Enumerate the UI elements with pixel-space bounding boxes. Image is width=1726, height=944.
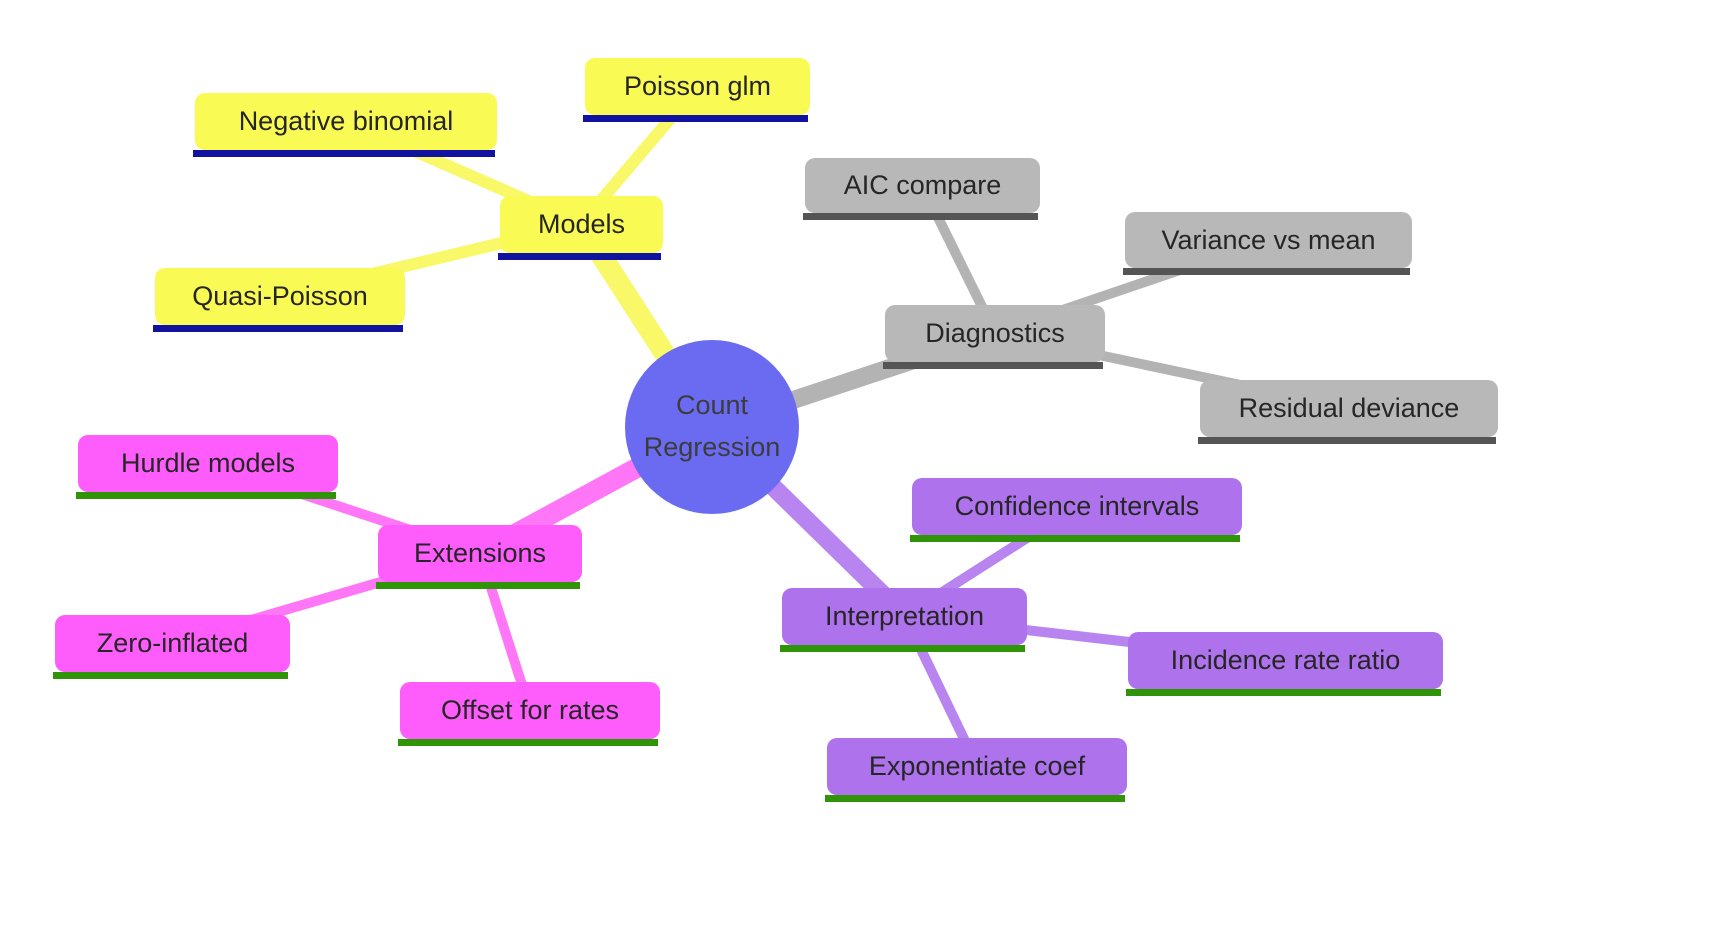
node-count-regression-line1: Count (675, 390, 749, 421)
node-quasi-poisson: Quasi-Poisson (153, 268, 405, 332)
node-residual-deviance-label: Residual deviance (1238, 393, 1460, 423)
node-confidence-intervals: Confidence intervals (910, 478, 1242, 542)
node-aic-compare-label: AIC compare (843, 170, 1002, 200)
node-extensions: Extensions (376, 525, 582, 589)
node-poisson-glm-label: Poisson glm (623, 71, 772, 101)
node-diagnostics: Diagnostics (883, 305, 1105, 369)
node-models-label: Models (537, 209, 626, 239)
node-offset-for-rates-label: Offset for rates (440, 695, 620, 725)
node-diagnostics-label: Diagnostics (925, 318, 1065, 348)
node-variance-vs-mean: Variance vs mean (1123, 212, 1412, 275)
node-poisson-glm: Poisson glm (583, 58, 810, 122)
node-variance-vs-mean-label: Variance vs mean (1161, 224, 1376, 255)
node-negative-binomial-label: Negative binomial (238, 106, 454, 136)
node-count-regression-line2: Regression (643, 432, 781, 462)
node-incidence-rate-ratio: Incidence rate ratio (1126, 632, 1443, 696)
node-quasi-poisson-label: Quasi-Poisson (192, 281, 368, 311)
node-models: Models (498, 196, 663, 260)
node-hurdle-models-label: Hurdle models (120, 448, 296, 478)
node-exponentiate-coef-label: Exponentiate coef (868, 751, 1086, 781)
node-residual-deviance: Residual deviance (1198, 380, 1498, 444)
node-interpretation: Interpretation (780, 588, 1027, 652)
node-zero-inflated-label: Zero-inflated (96, 628, 249, 658)
node-aic-compare: AIC compare (803, 158, 1040, 220)
node-extensions-label: Extensions (413, 538, 547, 568)
node-count-regression: Count Regression (625, 340, 799, 514)
node-interpretation-label: Interpretation (824, 601, 985, 631)
node-hurdle-models: Hurdle models (76, 435, 338, 499)
node-zero-inflated: Zero-inflated (53, 615, 290, 679)
node-negative-binomial: Negative binomial (193, 93, 497, 157)
node-offset-for-rates: Offset for rates (398, 682, 660, 746)
node-incidence-rate-ratio-label: Incidence rate ratio (1170, 645, 1401, 675)
node-exponentiate-coef: Exponentiate coef (825, 738, 1127, 802)
node-confidence-intervals-label: Confidence intervals (954, 491, 1200, 521)
